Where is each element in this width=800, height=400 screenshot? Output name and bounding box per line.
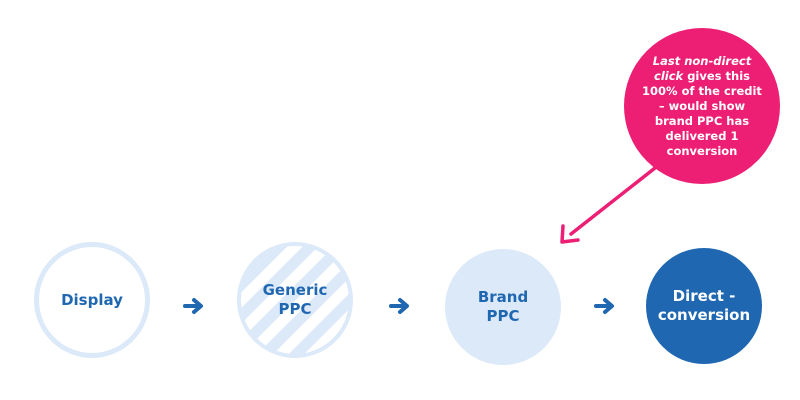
node-brand-label-line1: Brand [477, 288, 529, 306]
callout-text: Last non-direct click gives this 100% of… [640, 54, 764, 159]
callout-emphasis: Last non-direct click [652, 53, 752, 83]
node-direct-label-line2: conversion [657, 306, 751, 324]
node-brand-ppc: Brand PPC [445, 249, 561, 365]
node-generic-ppc: Generic PPC [237, 242, 353, 358]
arrow-right-icon [183, 298, 203, 314]
arrow-right-icon [389, 298, 409, 314]
callout-bubble: Last non-direct click gives this 100% of… [624, 28, 780, 184]
node-direct-conversion: Direct - conversion [646, 248, 762, 364]
callout-rest: gives this 100% of the credit – would sh… [642, 68, 762, 158]
node-direct-label-line1: Direct - [672, 287, 736, 305]
node-generic-label-line1: Generic [262, 281, 328, 299]
node-brand-label-line2: PPC [486, 307, 520, 325]
node-generic-label-line2: PPC [278, 300, 312, 318]
arrow-right-icon [594, 298, 614, 314]
node-display-label: Display [61, 290, 123, 309]
node-display: Display [34, 242, 150, 358]
